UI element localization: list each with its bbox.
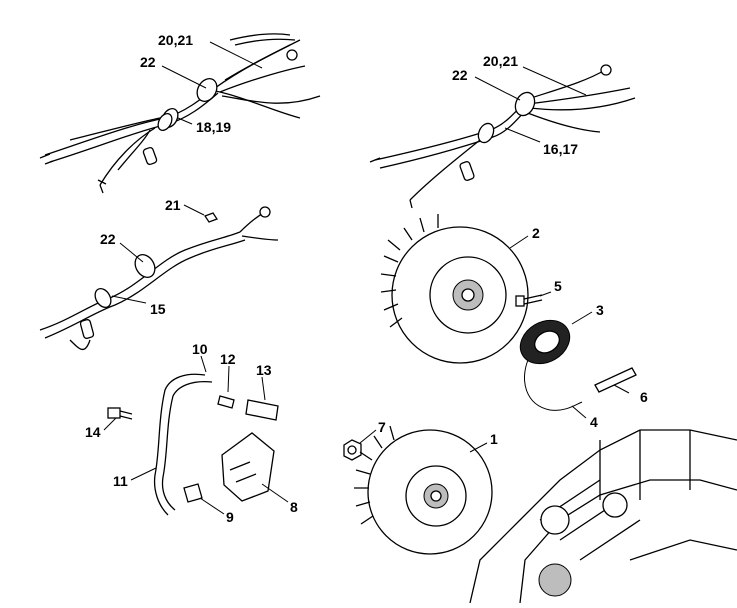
callout-14: 14 <box>85 424 101 440</box>
callout-20-21-b: 20,21 <box>483 53 518 69</box>
callout-4: 4 <box>590 414 598 430</box>
callout-5: 5 <box>554 278 562 294</box>
leader-lines <box>103 41 630 515</box>
callout-1: 1 <box>490 431 498 447</box>
flywheel-lower <box>354 425 493 555</box>
decompression-valve-parts <box>107 373 279 516</box>
callout-3: 3 <box>596 302 604 318</box>
wiring-harness-b <box>369 64 636 209</box>
callout-11: 11 <box>113 473 128 489</box>
callout-16-17: 16,17 <box>543 141 578 157</box>
callout-21: 21 <box>165 197 181 213</box>
nut-7 <box>343 439 362 461</box>
screw-5 <box>515 294 543 307</box>
callout-13: 13 <box>256 362 272 378</box>
callout-8: 8 <box>290 499 298 515</box>
callout-labels: 20,21 22 18,19 20,21 22 16,17 21 22 15 2… <box>85 32 648 525</box>
wiring-harness-a <box>39 33 321 194</box>
callout-6: 6 <box>640 389 648 405</box>
callout-12: 12 <box>220 351 236 367</box>
callout-18-19: 18,19 <box>196 119 231 135</box>
callout-7: 7 <box>378 419 386 435</box>
callout-9: 9 <box>226 509 234 525</box>
ignition-module <box>519 319 583 411</box>
engine-housing <box>469 429 737 604</box>
callout-20-21-a: 20,21 <box>158 32 193 48</box>
flywheel-upper <box>380 214 529 364</box>
wiring-harness-c <box>39 206 279 351</box>
callout-15: 15 <box>150 301 166 317</box>
callout-2: 2 <box>532 225 540 241</box>
pin-6 <box>594 367 637 393</box>
callout-10: 10 <box>192 341 208 357</box>
callout-22-c: 22 <box>100 231 116 247</box>
callout-22-a: 22 <box>140 54 156 70</box>
callout-22-b: 22 <box>452 67 468 83</box>
